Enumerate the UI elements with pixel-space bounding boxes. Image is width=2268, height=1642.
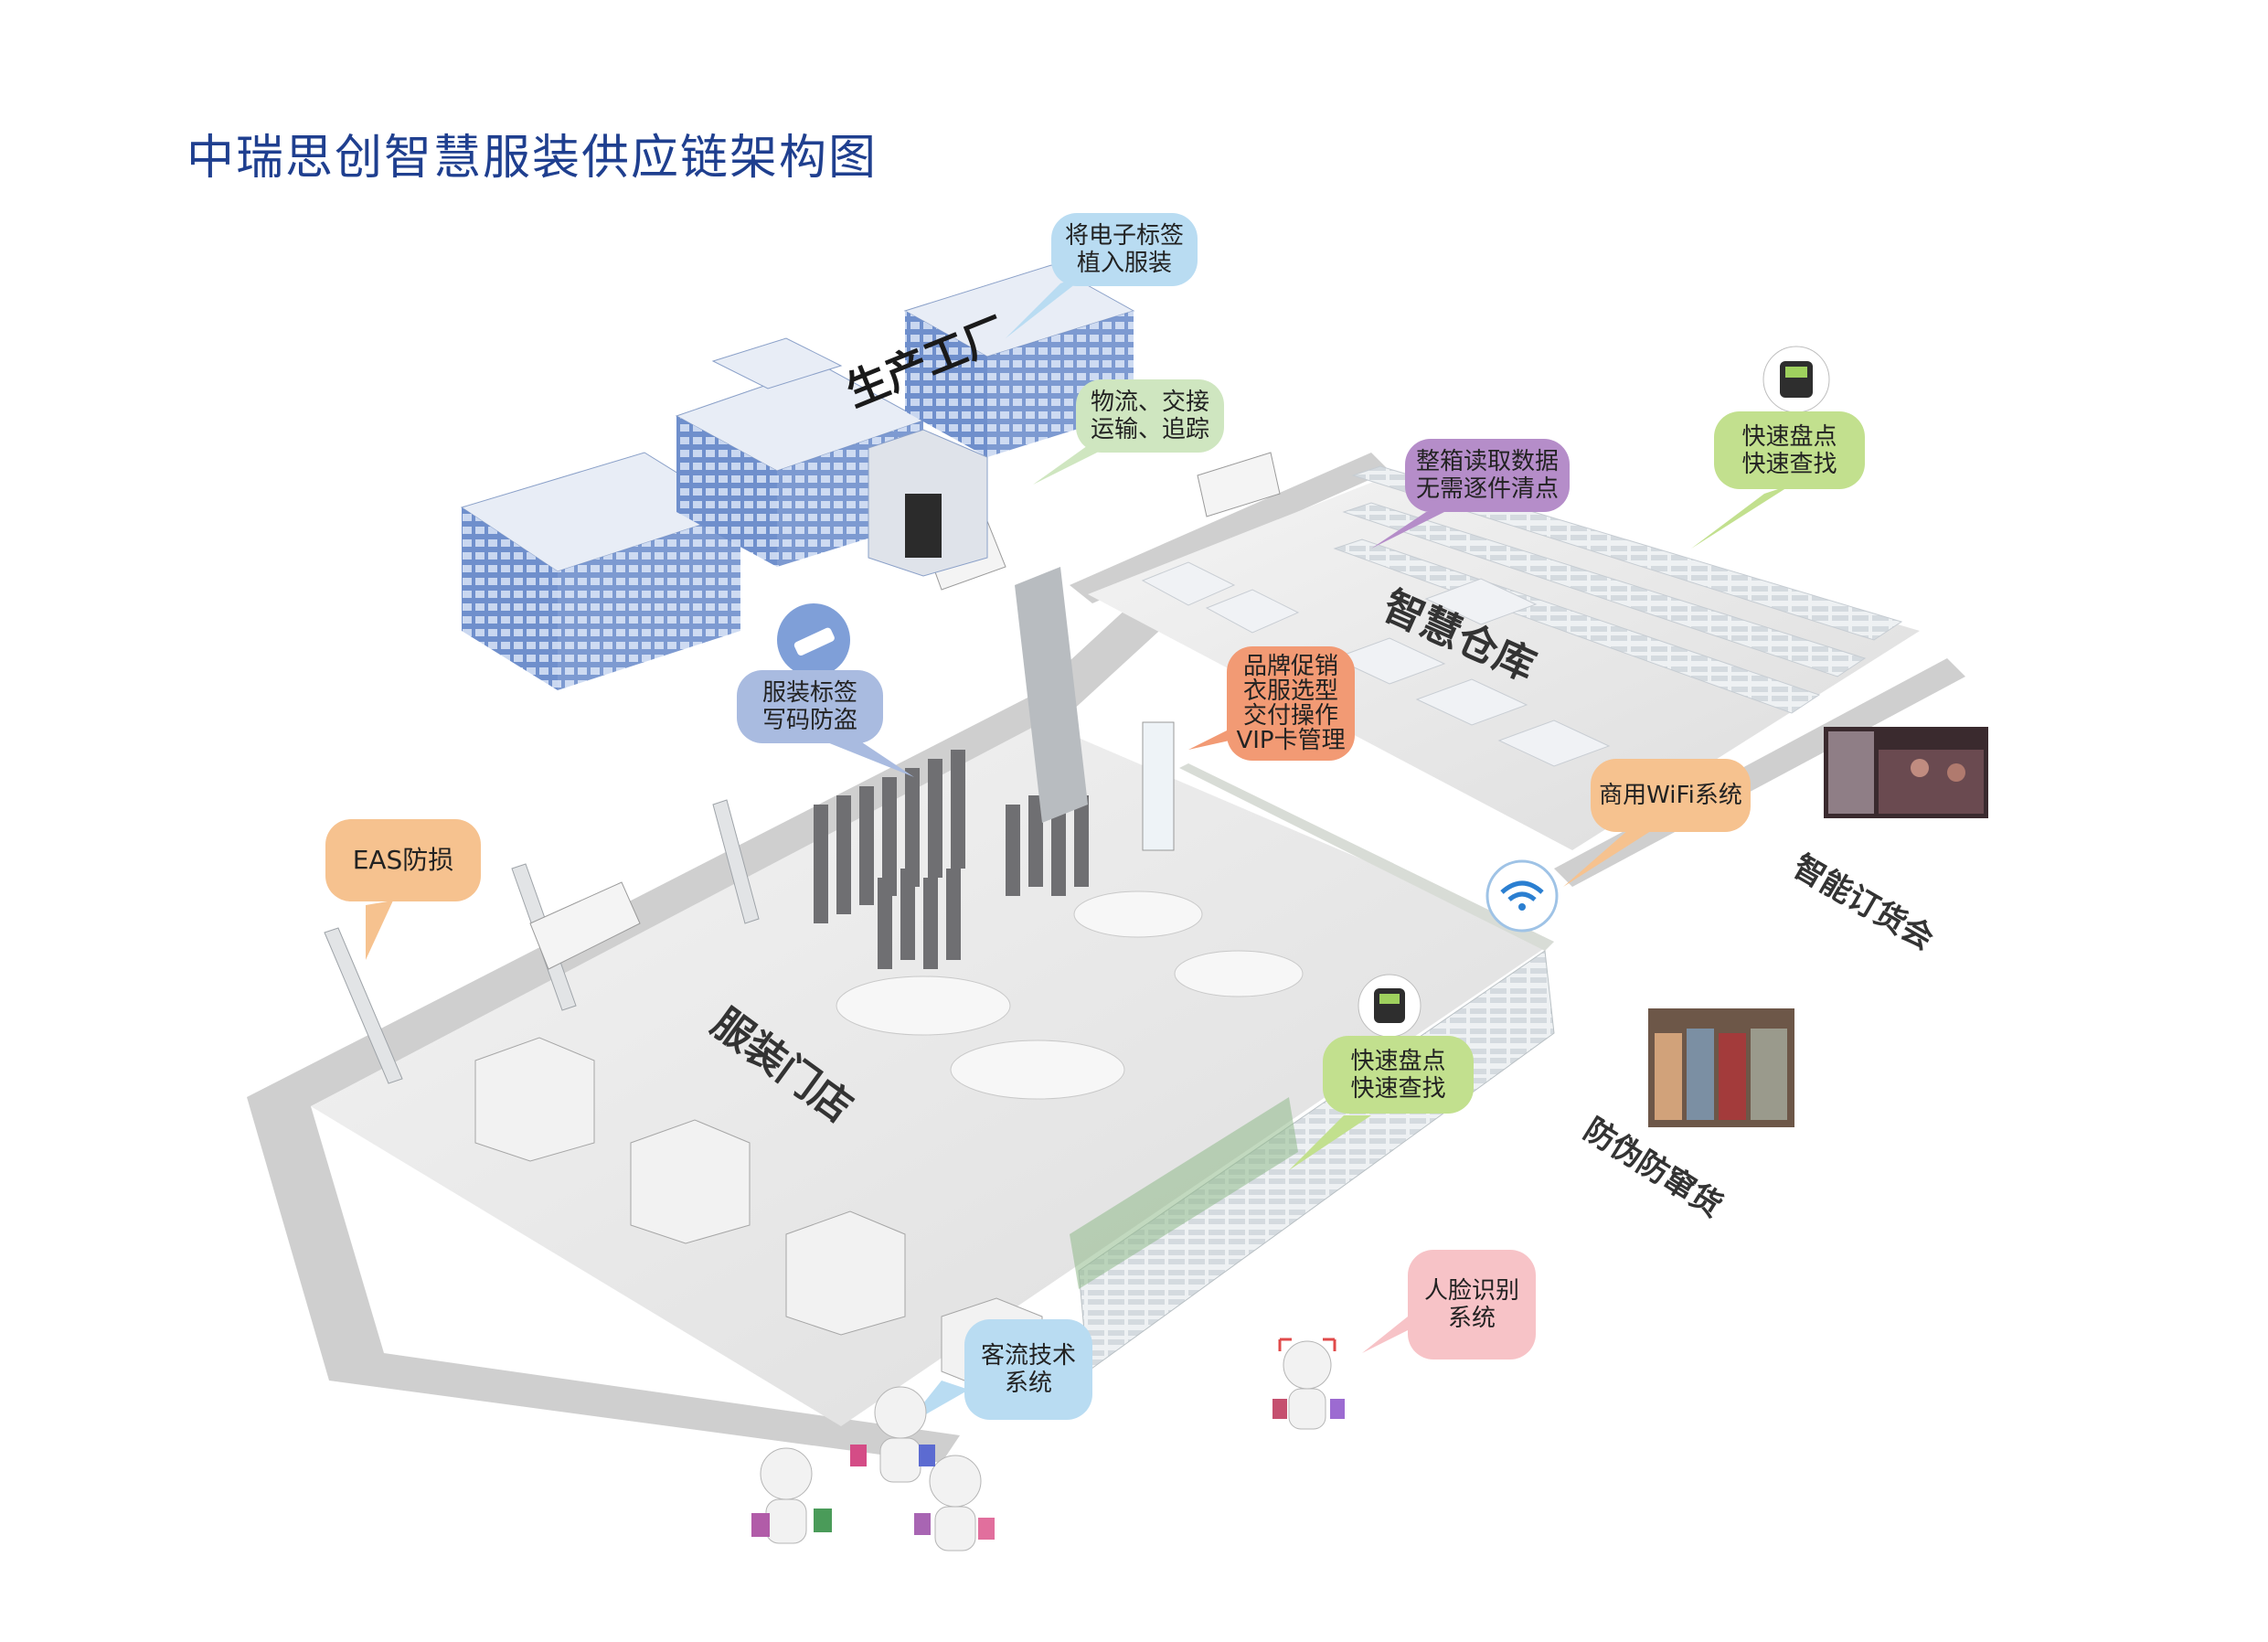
- callout-traffic: 客流技术 系统: [964, 1319, 1092, 1420]
- callout-logistics: 物流、交接 运输、追踪: [1076, 379, 1224, 453]
- callout-logistics-line-1: 物流、交接: [1091, 389, 1210, 416]
- callout-face-line-1: 人脸识别: [1424, 1277, 1520, 1305]
- callout-face: 人脸识别 系统: [1408, 1250, 1536, 1359]
- shopping-bags: [751, 1399, 1345, 1540]
- page-title: 中瑞思创智慧服装供应链架构图: [186, 131, 878, 186]
- warehouse-shelf-3: [1333, 538, 1821, 714]
- callout-logistics-line-2: 运输、追踪: [1091, 416, 1210, 443]
- warehouse-floor: [1088, 475, 1920, 850]
- callout-fast-inventory-store-line-1: 快速盘点: [1350, 1047, 1446, 1075]
- garment-tag-icon: [777, 603, 850, 677]
- callout-fast-inventory-top: 快速盘点 快速查找: [1714, 411, 1865, 489]
- road-main: [247, 485, 1399, 1463]
- callout-fast-inventory-top-line-1: 快速盘点: [1741, 422, 1837, 451]
- road-warehouse: [1070, 453, 1390, 603]
- store-floor: [311, 722, 1554, 1426]
- callout-fast-inventory-store-line-2: 快速查找: [1350, 1074, 1446, 1103]
- store-shelf-wall: [1179, 763, 1554, 951]
- callout-box-read-line-2: 无需逐件清点: [1416, 475, 1560, 503]
- clothing-racks: [814, 750, 1089, 969]
- callout-rfid-tag-line-2: 植入服装: [1076, 250, 1172, 277]
- center-pillar: [1015, 567, 1088, 823]
- callout-fast-inventory-store: 快速盘点 快速查找: [1323, 1036, 1474, 1114]
- callout-promo: 品牌促销 衣服选型 交付操作 VIP卡管理: [1227, 646, 1355, 761]
- clothing-photo: [1648, 1008, 1794, 1127]
- callout-eas-line-1: EAS防损: [352, 845, 454, 875]
- handheld-reader-icon-top: [1762, 346, 1830, 413]
- callout-box-read: 整箱读取数据 无需逐件清点: [1405, 439, 1570, 512]
- digital-signage: [1142, 721, 1175, 851]
- callout-face-line-2: 系统: [1447, 1305, 1496, 1332]
- warehouse-shelf-2: [1342, 502, 1867, 677]
- callout-promo-line-4: VIP卡管理: [1236, 726, 1346, 754]
- callout-garment-tag-line-2: 写码防盗: [761, 707, 857, 734]
- callout-traffic-line-2: 系统: [1004, 1370, 1052, 1397]
- callout-promo-line-1: 品牌促销: [1243, 652, 1339, 680]
- warehouse-pallets: [1141, 561, 1611, 767]
- callout-rfid-tag-line-1: 将电子标签: [1065, 222, 1185, 250]
- callout-wifi: 商用WiFi系统: [1591, 759, 1751, 832]
- face-scan-frame: [1278, 1338, 1336, 1351]
- callout-promo-line-2: 衣服选型: [1243, 677, 1339, 705]
- shopper-figures: [760, 1340, 1332, 1551]
- callout-wifi-line-1: 商用WiFi系统: [1599, 782, 1742, 809]
- callout-box-read-line-1: 整箱读取数据: [1416, 448, 1560, 475]
- handheld-reader-icon-store: [1358, 974, 1421, 1038]
- callout-eas: EAS防损: [325, 819, 481, 901]
- callout-rfid-tag: 将电子标签 植入服装: [1051, 213, 1198, 286]
- callout-promo-line-3: 交付操作: [1243, 701, 1339, 730]
- callout-garment-tag-line-1: 服装标签: [761, 679, 857, 707]
- callout-traffic-line-1: 客流技术: [981, 1342, 1077, 1370]
- callout-garment-tag: 服装标签 写码防盗: [737, 670, 883, 743]
- wifi-icon: [1485, 859, 1559, 933]
- fashion-show-photo: [1824, 727, 1988, 818]
- store-green-shelves: [1070, 1097, 1298, 1289]
- callout-fast-inventory-top-line-2: 快速查找: [1741, 450, 1837, 478]
- display-tables: [836, 890, 1304, 1100]
